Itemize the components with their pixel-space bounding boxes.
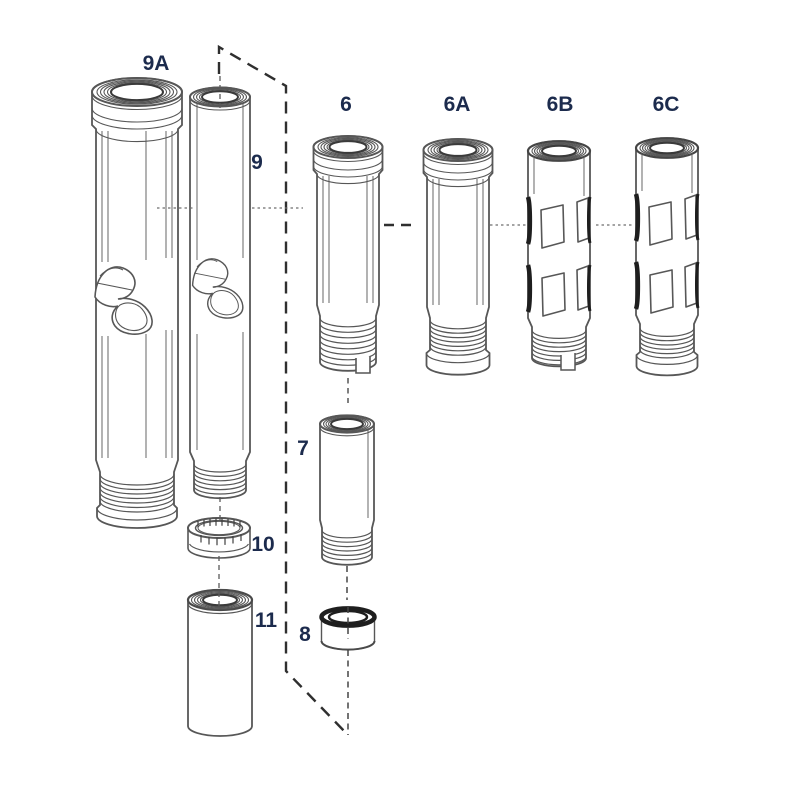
axis-line-9-to-10 [218, 497, 221, 606]
label-11: 11 [255, 609, 278, 632]
tube-6b-windows-row2 [525, 264, 592, 317]
label-7: 7 [297, 437, 309, 460]
label-9a: 9A [143, 52, 170, 75]
label-6: 6 [340, 93, 352, 116]
label-6b: 6B [547, 93, 574, 116]
adapter-tube-7 [319, 414, 375, 566]
label-8: 8 [299, 623, 311, 646]
label-6c: 6C [653, 93, 680, 116]
tube-6-drive-notch [355, 356, 371, 374]
tube-6b-drive-notch [560, 353, 576, 371]
tube-9 [189, 86, 251, 500]
tube-9a [91, 77, 183, 529]
tube-6c-windows-row2 [633, 261, 700, 314]
coupling-tube-11 [186, 588, 254, 737]
tube-6c-windows-row1 [633, 193, 700, 246]
tube-6c [633, 137, 700, 377]
tube-9a-bayonet-slot [94, 266, 153, 335]
part-labels: 9A 9 6 6A 6B 6C 7 8 10 11 [143, 52, 680, 646]
label-9: 9 [251, 151, 263, 174]
divider-dashed-line [217, 44, 349, 736]
tube-6a [422, 138, 494, 376]
tube-6b-windows-row1 [525, 196, 592, 249]
tube-6 [312, 135, 384, 374]
tube-6b [525, 140, 592, 371]
tube-9-bayonet-slot [191, 258, 244, 319]
slotted-ring-10 [187, 517, 251, 559]
label-10: 10 [251, 533, 274, 556]
label-6a: 6A [444, 93, 471, 116]
axis-line-7-to-8 [346, 566, 349, 735]
guide-lines [157, 76, 634, 735]
